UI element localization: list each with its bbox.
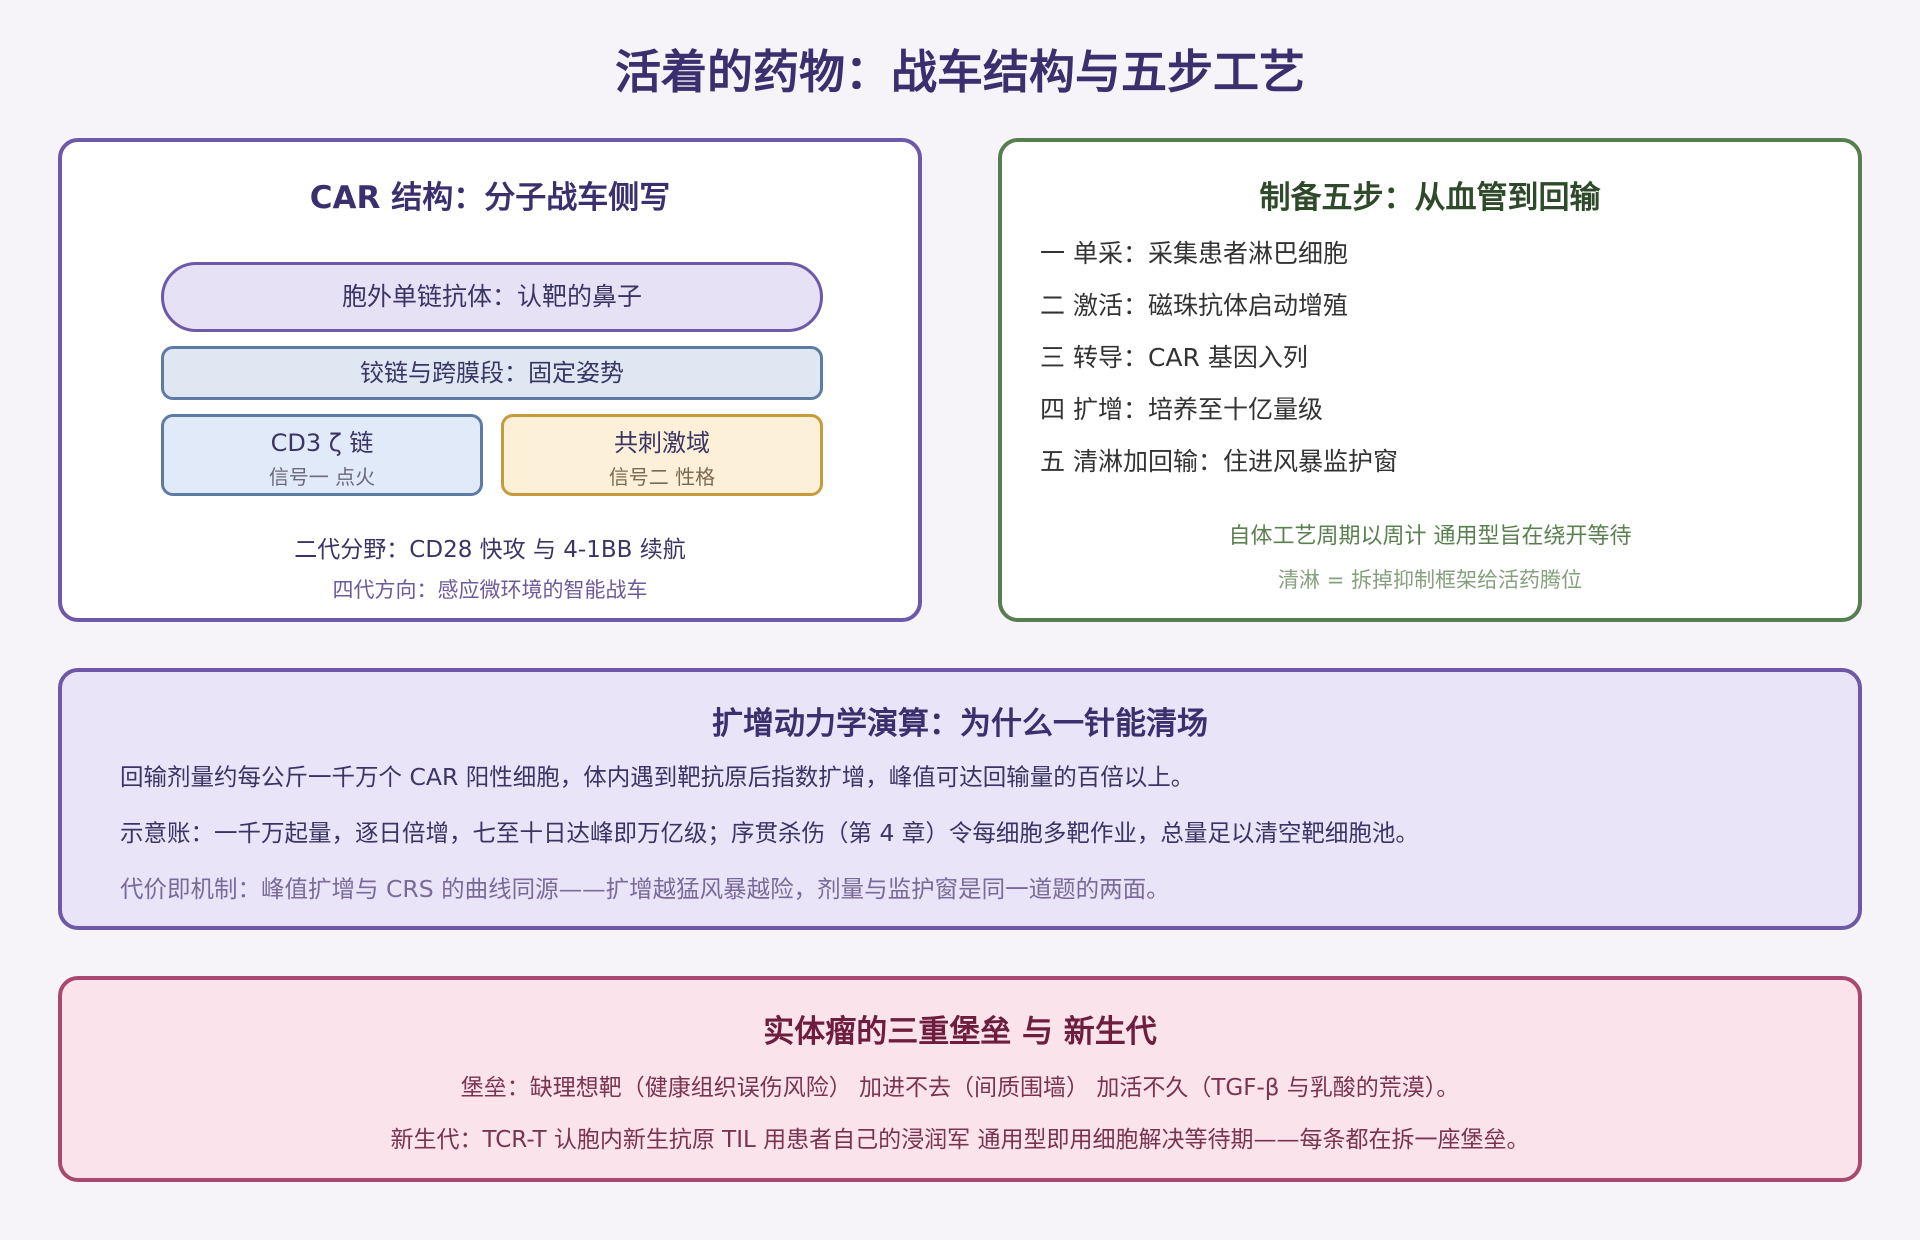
process-cycle-note: 自体工艺周期以周计 通用型旨在绕开等待	[1228, 524, 1632, 549]
kinetics-panel-title: 扩增动力学演算：为什么一针能清场	[712, 706, 1208, 742]
kinetics-paragraph-cost: 代价即机制：峰值扩增与 CRS 的曲线同源——扩增越猛风暴越险，剂量与监护窗是同…	[120, 875, 1170, 903]
hinge-transmembrane-segment: 铰链与跨膜段：固定姿势	[161, 346, 823, 400]
solid-panel-title: 实体瘤的三重堡垒 与 新生代	[763, 1014, 1157, 1050]
step-item: 五 清淋加回输：住进风暴监护窗	[1040, 447, 1398, 476]
page-title: 活着的药物：战车结构与五步工艺	[615, 45, 1305, 99]
step-item: 二 激活：磁珠抗体启动增殖	[1040, 291, 1348, 320]
scfv-segment: 胞外单链抗体：认靶的鼻子	[161, 262, 823, 332]
step-item: 一 单采：采集患者淋巴细胞	[1040, 239, 1348, 268]
kinetics-paragraph-calculation: 示意账：一千万起量，逐日倍增，七至十日达峰即万亿级；序贯杀伤（第 4 章）令每细…	[120, 819, 1419, 847]
solid-tumor-panel: 实体瘤的三重堡垒 与 新生代 堡垒：缺理想靶（健康组织误伤风险） 加进不去（间质…	[58, 976, 1862, 1182]
expansion-kinetics-panel: 扩增动力学演算：为什么一针能清场 回输剂量约每公斤一千万个 CAR 阳性细胞，体…	[58, 668, 1862, 930]
step-item: 三 转导：CAR 基因入列	[1040, 343, 1308, 372]
step-list: 一 单采：采集患者淋巴细胞 二 激活：磁珠抗体启动增殖 三 转导：CAR 基因入…	[1040, 234, 1398, 494]
fortress-paragraph: 堡垒：缺理想靶（健康组织误伤风险） 加进不去（间质围墙） 加活不久（TGF-β …	[460, 1075, 1460, 1101]
kinetics-paragraph-dose: 回输剂量约每公斤一千万个 CAR 阳性细胞，体内遇到靶抗原后指数扩增，峰值可达回…	[120, 763, 1195, 791]
costimulatory-sublabel: 信号二 性格	[608, 465, 716, 489]
costimulatory-label: 共刺激域	[614, 429, 710, 457]
step-item: 四 扩增：培养至十亿量级	[1040, 395, 1323, 424]
new-generation-paragraph: 新生代：TCR-T 认胞内新生抗原 TIL 用患者自己的浸润军 通用型即用细胞解…	[390, 1127, 1530, 1153]
cd3-zeta-label: CD3 ζ 链	[270, 429, 374, 457]
cd3-zeta-segment: CD3 ζ 链 信号一 点火	[161, 414, 483, 496]
car-structure-panel: CAR 结构：分子战车侧写 胞外单链抗体：认靶的鼻子 铰链与跨膜段：固定姿势 C…	[58, 138, 922, 622]
costimulatory-segment: 共刺激域 信号二 性格	[501, 414, 823, 496]
manufacturing-steps-panel: 制备五步：从血管到回输 一 单采：采集患者淋巴细胞 二 激活：磁珠抗体启动增殖 …	[998, 138, 1862, 622]
steps-panel-title: 制备五步：从血管到回输	[1259, 180, 1601, 216]
cd3-zeta-sublabel: 信号一 点火	[268, 465, 376, 489]
generation-note: 二代分野：CD28 快攻 与 4-1BB 续航	[294, 537, 686, 563]
lymphodepletion-note: 清淋 = 拆掉抑制框架给活药腾位	[1278, 568, 1582, 592]
fourth-generation-note: 四代方向：感应微环境的智能战车	[332, 578, 648, 602]
car-panel-title: CAR 结构：分子战车侧写	[309, 180, 671, 216]
